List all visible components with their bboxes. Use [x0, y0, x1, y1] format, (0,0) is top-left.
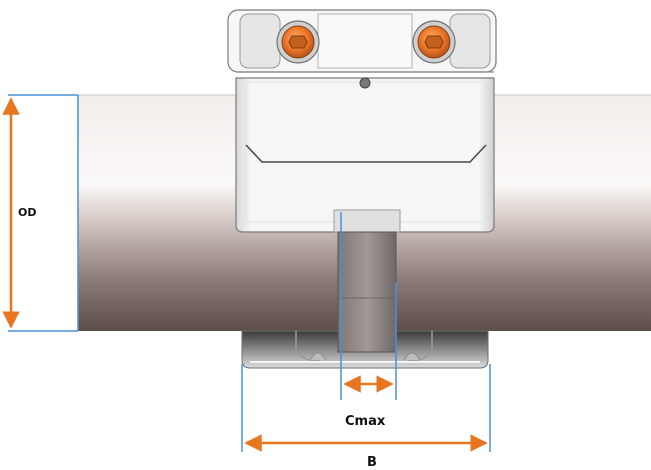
center-hole: [359, 77, 371, 89]
b-label: B: [367, 455, 377, 470]
clamp-bolt-flange: [227, 9, 497, 73]
dimension-arrows: [2, 97, 488, 452]
cmax-label: Cmax: [345, 414, 386, 429]
extension-lines: [8, 94, 491, 452]
od-label: OD: [18, 206, 37, 219]
bolt-right: [412, 20, 456, 64]
clamp-gap-slot: [333, 209, 401, 353]
clamp-housing: [235, 77, 495, 233]
bolt-left: [276, 20, 320, 64]
